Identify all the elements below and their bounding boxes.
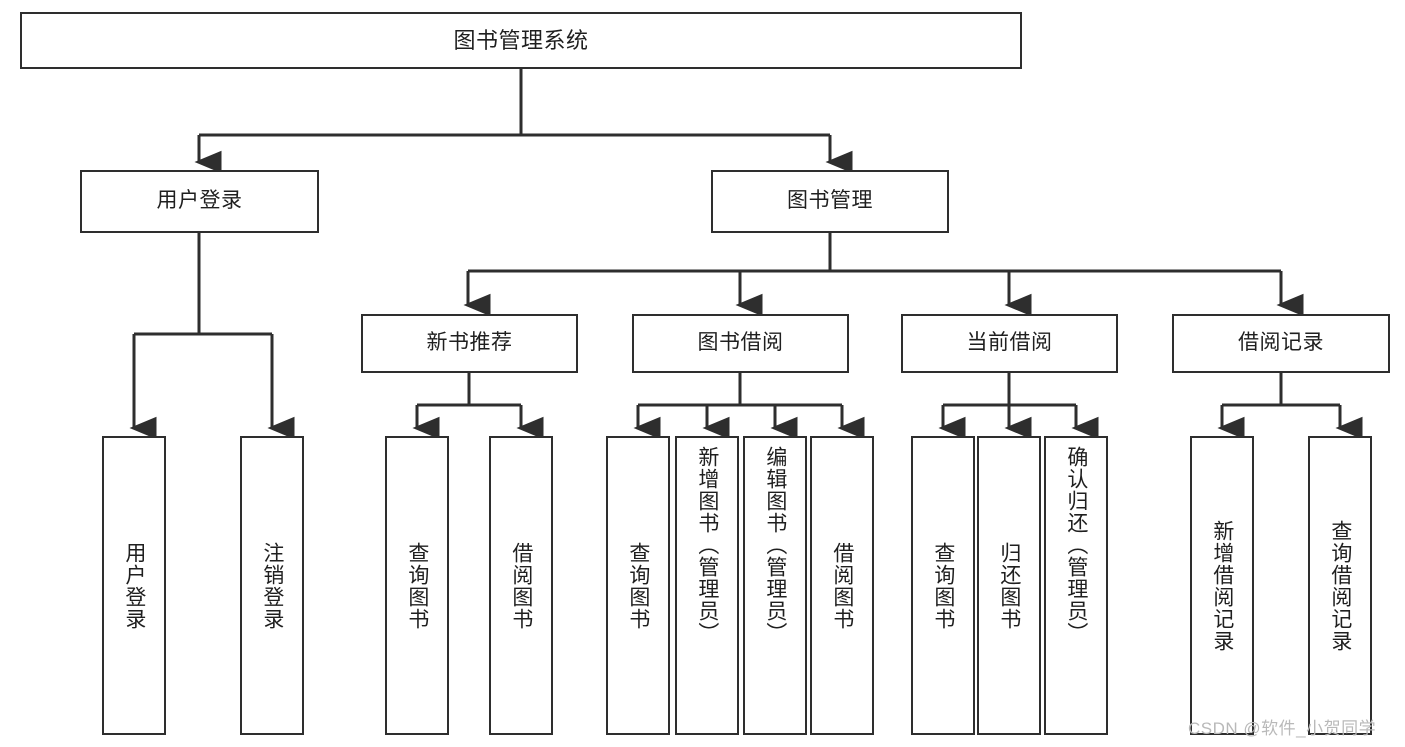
node-label: 图书借阅 — [697, 331, 784, 355]
node-label: 图书管理 — [787, 189, 873, 213]
leaf-add-borrow-record[interactable]: 新增借阅记录 — [1190, 436, 1254, 735]
node-label: 归还图书 — [997, 541, 1021, 630]
leaf-confirm-return-admin[interactable]: 确认归还（管理员） — [1044, 436, 1108, 735]
node-book-borrow[interactable]: 图书借阅 — [632, 314, 849, 373]
leaf-borrow-book-recommend[interactable]: 借阅图书 — [489, 436, 553, 735]
node-label: 用户登录 — [156, 189, 243, 213]
leaf-user-login[interactable]: 用户登录 — [102, 436, 166, 735]
node-label: 查询图书 — [626, 541, 650, 630]
node-label: 借阅图书 — [509, 541, 533, 630]
node-new-book-recommendation[interactable]: 新书推荐 — [361, 314, 578, 373]
node-current-borrow[interactable]: 当前借阅 — [901, 314, 1118, 373]
leaf-return-book[interactable]: 归还图书 — [977, 436, 1041, 735]
leaf-query-book-current[interactable]: 查询图书 — [911, 436, 975, 735]
node-label: 图书管理系统 — [453, 27, 589, 53]
node-borrow-record[interactable]: 借阅记录 — [1172, 314, 1390, 373]
node-user-login[interactable]: 用户登录 — [80, 170, 319, 233]
leaf-edit-book-admin[interactable]: 编辑图书（管理员） — [743, 436, 807, 735]
node-label: 查询图书 — [405, 541, 429, 630]
leaf-borrow-book[interactable]: 借阅图书 — [810, 436, 874, 735]
node-label: 注销登录 — [260, 541, 284, 630]
node-book-management[interactable]: 图书管理 — [711, 170, 949, 233]
node-label: 查询图书 — [931, 541, 955, 630]
leaf-query-borrow-record[interactable]: 查询借阅记录 — [1308, 436, 1372, 735]
node-label: 查询借阅记录 — [1328, 519, 1352, 652]
node-label: 借阅记录 — [1238, 331, 1324, 355]
node-label: 用户登录 — [122, 541, 146, 630]
leaf-logout[interactable]: 注销登录 — [240, 436, 304, 735]
node-label: 新增图书（管理员） — [695, 446, 719, 644]
node-label: 当前借阅 — [966, 331, 1053, 355]
node-label: 编辑图书（管理员） — [763, 446, 787, 644]
node-label: 新增借阅记录 — [1210, 519, 1234, 652]
node-label: 借阅图书 — [830, 541, 854, 630]
node-label: 新书推荐 — [426, 331, 513, 355]
node-root-library-management-system[interactable]: 图书管理系统 — [20, 12, 1022, 69]
leaf-add-book-admin[interactable]: 新增图书（管理员） — [675, 436, 739, 735]
leaf-query-book-recommend[interactable]: 查询图书 — [385, 436, 449, 735]
csdn-watermark: CSDN @软件_小贺同学 — [1188, 719, 1377, 738]
leaf-query-book-borrow[interactable]: 查询图书 — [606, 436, 670, 735]
node-label: 确认归还（管理员） — [1064, 446, 1088, 644]
